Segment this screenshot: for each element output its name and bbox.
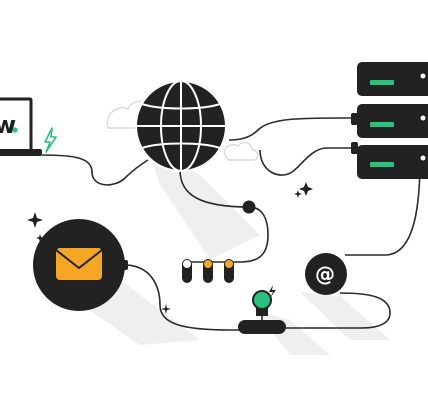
cable-node-switch [185,206,269,263]
laptop-screen-text: w [0,111,16,139]
sparkle-icon [27,182,313,314]
globe-icon [135,80,227,172]
lightning-icon [269,285,276,298]
laptop-icon: w [0,97,42,156]
laptop-dot [12,127,18,133]
cable-globe-node [179,169,250,208]
shadows [60,150,390,355]
at-symbol: @ [315,262,335,286]
cable-globe-server [228,117,360,141]
green-node-icon [238,290,286,334]
lightning-icon [44,127,57,153]
at-sign-icon: @ [305,253,347,295]
junction-node [242,200,256,214]
cable-laptop-globe [41,154,149,186]
cable-server-at [345,159,421,256]
switch-bank [182,259,234,283]
cable-at-bottom [285,292,391,329]
cloud-icon [223,141,259,161]
server-rack-icon [351,62,428,179]
cable-server-loop [259,147,360,176]
cable-mail-bottom [123,264,240,331]
envelope-icon [33,219,128,311]
